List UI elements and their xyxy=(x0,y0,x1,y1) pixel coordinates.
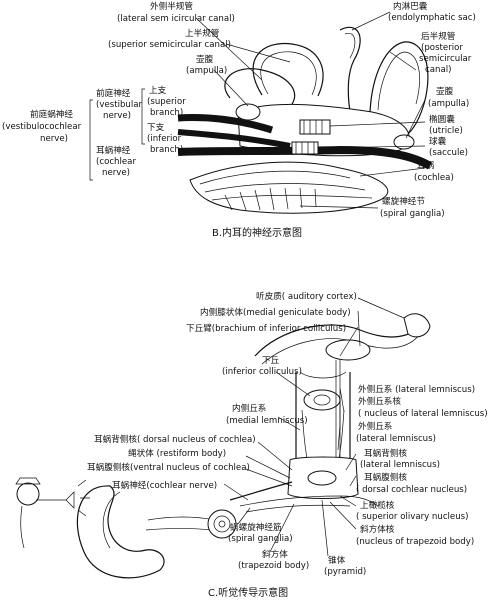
label-vestibular-en1: (vestibular xyxy=(96,100,143,110)
label-auditory-cortex: 听皮质( auditory cortex) xyxy=(256,290,357,302)
label-cochlear-nerve-c: 耳蜗神经(cochlear nerve) xyxy=(112,479,217,491)
panel-c-labels: 听皮质( auditory cortex) 内侧膝状体(medial genic… xyxy=(87,290,488,599)
label-endolymphatic-en: (endolymphatic sac) xyxy=(388,13,476,23)
label-ic-en: (inferior colliculus) xyxy=(222,367,302,377)
label-trapezoid-nucleus-zh: 斜方体核 xyxy=(360,523,395,535)
label-vestibulocochlear-en1: (vestibulocochlear xyxy=(2,122,82,132)
label-cochlear-en2: nerve) xyxy=(102,168,130,178)
label-dorsal-nucleus-left: 耳蜗背侧核( dorsal nucleus of cochlea) xyxy=(94,433,256,445)
label-utricle-en: (utricle) xyxy=(429,126,463,136)
label-nll-en: ( nucleus of lateral lemniscus) xyxy=(358,409,488,419)
panel-b-illustration xyxy=(177,26,433,214)
label-inferior-branch-zh: 下支 xyxy=(147,121,165,133)
label-vestibular-en2: nerve) xyxy=(103,111,131,121)
label-trapezoid-body-zh: 斜方体 xyxy=(262,548,288,560)
label-superior-olivary-zh: 上橄榄核 xyxy=(360,499,395,511)
label-saccule-en: (saccule) xyxy=(429,148,468,158)
label-vestibulocochlear-en2: nerve) xyxy=(40,134,68,144)
label-cochlea-zh: 耳蜗 xyxy=(417,160,435,171)
label-posterior-canal-en2: semicircular xyxy=(419,54,472,64)
label-lateral-canal-zh: 外侧半规管 xyxy=(150,0,193,12)
panel-c-leaders xyxy=(223,297,405,557)
label-lateral-canal-en: (lateral sem icircular canal) xyxy=(117,14,235,24)
label-superior-canal-en: (superior semicircular canal) xyxy=(108,40,231,50)
caption-panel-b: B.内耳的神经示意图 xyxy=(212,226,302,239)
panel-b-labels: 外侧半规管 (lateral sem icircular canal) 上半规管… xyxy=(2,0,476,239)
label-ventral-nucleus-right-en: ( dorsal cochlear nucleus) xyxy=(356,485,467,495)
label-ic-zh: 下丘 xyxy=(262,355,280,366)
label-cochlea-en: (cochlea) xyxy=(414,173,454,183)
label-dorsal-nucleus-right-zh: 耳蜗背侧核 xyxy=(364,447,407,459)
label-ampulla-right-en: (ampulla) xyxy=(428,99,469,109)
label-nll-zh: 外侧丘系核 xyxy=(358,395,401,407)
label-cochlear-zh: 耳蜗神经 xyxy=(96,144,131,156)
label-utricle-zh: 椭圆囊 xyxy=(429,113,455,125)
label-pyramid-zh: 锥体 xyxy=(328,554,346,566)
label-inferior-branch-en2: branch) xyxy=(150,145,183,155)
label-medial-lemniscus-zh: 内侧丘系 xyxy=(232,402,267,414)
label-ampulla-left-en: (ampulla) xyxy=(186,66,227,76)
label-ampulla-left-zh: 壶腹 xyxy=(196,53,214,65)
label-vestibulocochlear-zh: 前庭蜗神经 xyxy=(30,108,73,120)
label-dorsal-nucleus-right-en: (lateral lemniscus) xyxy=(360,460,440,470)
label-saccule-zh: 球囊 xyxy=(429,135,447,147)
label-posterior-canal-zh: 后半规管 xyxy=(421,30,456,42)
label-superior-olivary-en: ( superior olivary nucleus) xyxy=(356,512,469,522)
label-endolymphatic-zh: 内淋巴囊 xyxy=(393,0,428,12)
panel-b-leaders xyxy=(89,11,426,209)
label-spiral-ganglia-c-en: (spiral ganglia) xyxy=(228,534,293,544)
label-lateral-lemniscus-right: 外侧丘系 (lateral lemniscus) xyxy=(358,383,475,395)
label-cochlear-en1: (cochlear xyxy=(96,157,136,167)
label-vestibular-zh: 前庭神经 xyxy=(96,87,131,99)
caption-panel-c: C.听觉传导示意图 xyxy=(208,586,288,599)
label-posterior-canal-en1: (posterior xyxy=(421,43,463,53)
label-superior-canal-zh: 上半规管 xyxy=(185,27,220,39)
label-lateral-lemniscus2-en: (lateral lemniscus) xyxy=(356,434,436,444)
label-ampulla-right-zh: 壶腹 xyxy=(436,85,454,97)
label-restiform: 绳状体 (restiform body) xyxy=(128,447,226,459)
label-superior-branch-en1: (superior xyxy=(147,97,186,107)
label-superior-branch-zh: 上支 xyxy=(149,84,167,96)
label-mgb: 内侧膝状体(medial geniculate body) xyxy=(200,306,351,318)
label-pyramid-en: (pyramid) xyxy=(324,567,366,577)
label-spiral-ganglia-b-zh: 螺旋神经节 xyxy=(382,195,425,207)
label-trapezoid-nucleus-en: (nucleus of trapezoid body) xyxy=(356,537,474,547)
label-lateral-lemniscus2-zh: 外侧丘系 xyxy=(358,420,393,432)
label-inferior-branch-en1: (inferior xyxy=(147,134,182,144)
label-ventral-nucleus-right-zh: 耳蜗腹侧核 xyxy=(364,471,407,483)
label-posterior-canal-en3: canal) xyxy=(425,65,451,75)
label-medial-lemniscus-en: (medial lemniscus) xyxy=(226,416,308,426)
panel-c-illustration xyxy=(15,313,431,579)
label-spiral-ganglia-c-zh: 蜗螺旋神经筋 xyxy=(230,521,282,533)
label-trapezoid-body-en: (trapezoid body) xyxy=(238,561,309,571)
label-brachium: 下丘臂(brachium of inferior colliculus) xyxy=(186,322,346,334)
label-spiral-ganglia-b-en: (spiral ganglia) xyxy=(380,209,445,219)
label-superior-branch-en2: branch) xyxy=(150,108,183,118)
label-ventral-nucleus: 耳蜗腹侧核(ventral nucleus of cochlea) xyxy=(87,461,250,473)
